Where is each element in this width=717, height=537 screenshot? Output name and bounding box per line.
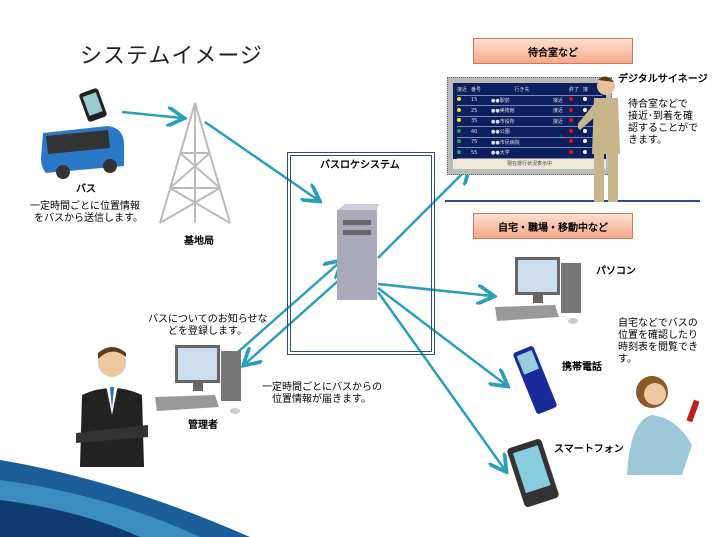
signage-row: 25 ●●美術館 接近 — [457, 106, 602, 117]
destination: ●●大学 — [491, 150, 510, 157]
route-number: 40 — [471, 128, 478, 135]
waiting-desc-3: 認することがで — [628, 123, 698, 134]
route-number: 75 — [471, 139, 478, 146]
approach-indicator — [457, 139, 461, 144]
signage-col-header: 番号 — [471, 87, 482, 94]
smartphone-label: スマートフォン — [554, 444, 624, 455]
waiting-desc-1: 待合室などで — [628, 99, 688, 110]
approach-indicator — [457, 97, 461, 102]
waiting-desc-2: 接近･到着を確 — [628, 111, 693, 122]
signage-row: 75 ●●市民病院 — [457, 138, 602, 148]
signage-row: 55 ●●大学 — [457, 148, 602, 159]
home-desc-1: 自宅などでバスの — [618, 318, 698, 329]
home-desc-2: 位置を確認したり — [618, 330, 698, 341]
indicator — [583, 139, 587, 144]
admin-pc-icon — [155, 345, 241, 414]
bus-location-system-box — [287, 152, 435, 355]
route-number: 35 — [471, 118, 478, 125]
end-indicator — [569, 139, 573, 144]
signage-col-header: 終了 — [569, 87, 580, 94]
admin-receive-desc-1: 一定時間ごとにバスからの — [262, 382, 382, 393]
waiting-room-header: 待合室など — [473, 38, 633, 64]
signage-label: デジタルサイネージ — [618, 74, 708, 85]
page-title: システムイメージ — [80, 44, 263, 69]
arrow-bus-to-tower — [121, 112, 182, 118]
arrow-system-to-pc — [377, 282, 492, 296]
approach-indicator — [457, 149, 461, 154]
admin-receive-desc-2: 位置情報が届きます。 — [272, 394, 371, 405]
signage-row: 15 ●●駅前 接近 — [457, 96, 602, 106]
bus-desc-1: 一定時間ごとに位置情報 — [30, 201, 140, 212]
arrow-system-to-mobile — [377, 287, 506, 385]
arrow-system-to-signage — [377, 168, 468, 259]
bus-desc-2: をバスから送信します。 — [34, 213, 143, 224]
indicator — [583, 149, 587, 154]
destination: ●●市民病院 — [491, 139, 520, 146]
signage-header-row: 接近 番号 行き先 終了 接 — [457, 85, 602, 96]
signage-row: 40 ●●公園 — [457, 127, 602, 138]
signage-col-header: 行き先 — [514, 87, 530, 94]
destination: ●●駅前 — [491, 97, 510, 104]
route-number: 25 — [471, 107, 478, 114]
indicator — [583, 128, 587, 133]
arrow-tower-to-system — [204, 120, 318, 200]
admin-register-desc-2: どを登録します。 — [168, 326, 247, 337]
destination: ●●美術館 — [491, 108, 515, 115]
destination: ●●市役所 — [491, 118, 515, 125]
indicator — [583, 97, 587, 102]
admin-label: 管理者 — [188, 420, 218, 431]
signage-footer: 現在運行状況表示中 — [453, 159, 606, 169]
home-desc-3: 時刻表を閲覧でき — [618, 342, 698, 353]
route-number: 15 — [471, 97, 478, 104]
home-work-mobile-header: 自宅・職場・移動中など — [473, 213, 633, 239]
end-indicator — [569, 118, 573, 123]
signage-col-header: 接 — [583, 87, 589, 94]
mobile-phone-icon — [513, 346, 557, 414]
indicator — [583, 107, 587, 112]
end-indicator — [569, 97, 573, 102]
arrow-system-to-admin — [245, 271, 349, 364]
end-indicator — [569, 107, 573, 112]
approach-indicator — [457, 128, 461, 133]
waiting-desc-4: きます。 — [628, 135, 667, 146]
end-indicator — [569, 149, 573, 154]
smartphone-icon — [507, 438, 559, 508]
status: 接近 — [553, 108, 564, 115]
system-label: バスロケシステム — [320, 160, 400, 171]
mobile-label: 携帯電話 — [562, 362, 602, 373]
status: 接近 — [553, 97, 564, 104]
tower-label: 基地局 — [184, 236, 214, 247]
bus-label: バス — [76, 184, 96, 195]
presenter-man-icon — [578, 76, 620, 202]
signage-col-header: 接近 — [457, 87, 468, 94]
base-station-tower-icon — [159, 102, 231, 224]
approach-indicator — [457, 118, 461, 123]
admin-man-icon — [76, 347, 148, 467]
destination: ●●公園 — [491, 129, 510, 136]
server-icon — [337, 204, 379, 300]
bus-icon — [41, 88, 124, 179]
pc-label: パソコン — [596, 266, 636, 277]
decorative-swoosh — [0, 460, 250, 537]
pc-icon — [495, 257, 581, 324]
admin-register-desc-1: バスについてのお知らせな — [148, 314, 268, 325]
woman-with-phone-icon — [627, 376, 700, 475]
end-indicator — [569, 128, 573, 133]
route-number: 55 — [471, 149, 478, 156]
approach-indicator — [457, 107, 461, 112]
home-desc-4: す。 — [618, 354, 637, 365]
arrow-system-to-smartphone — [376, 291, 505, 470]
status: 接近 — [553, 118, 564, 125]
